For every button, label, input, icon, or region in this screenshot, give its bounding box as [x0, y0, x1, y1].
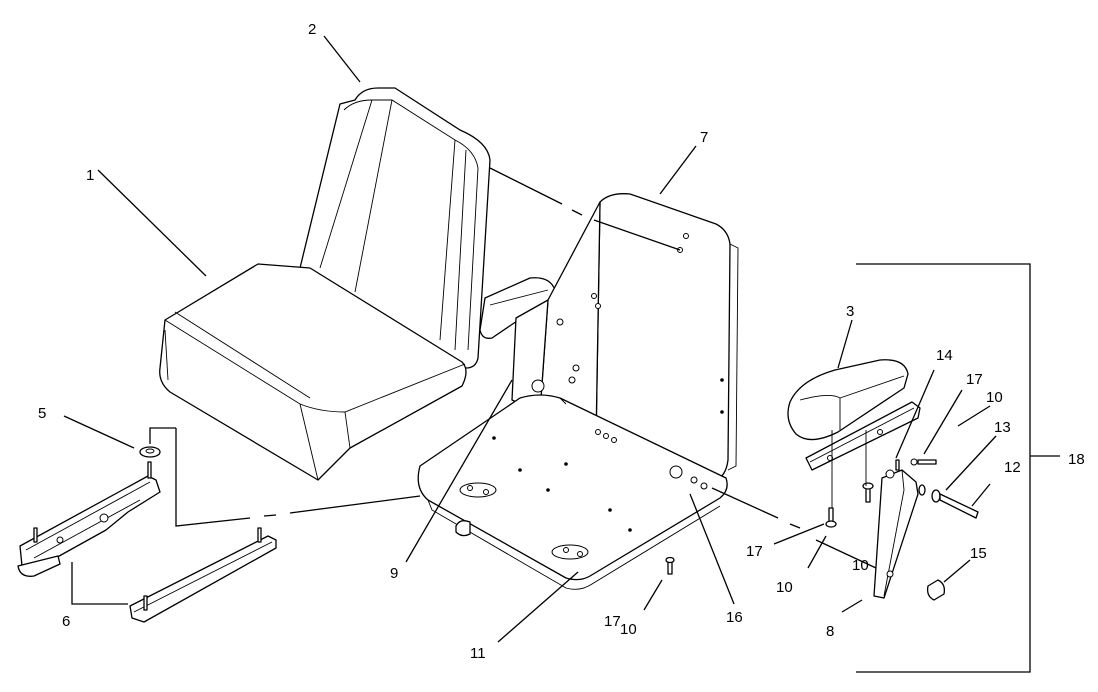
callout-label: 17	[966, 371, 983, 388]
callout-label: 15	[970, 545, 987, 562]
phantom-lines	[149, 167, 877, 569]
callout-label: 7	[700, 129, 708, 146]
callout-label: 14	[936, 347, 953, 364]
seat-frame	[511, 193, 739, 481]
seat-slide-rails	[17, 461, 277, 623]
callout-labels: 1 2 3 5 6 7 8 9 10 10 10 10 11 12 13 14 …	[38, 21, 1085, 662]
callout-label: 10	[852, 557, 869, 574]
callout-label: 6	[62, 613, 70, 630]
callout-label: 10	[620, 621, 637, 638]
seat-pan	[417, 394, 728, 590]
callout-label: 5	[38, 405, 46, 422]
leader-lines	[63, 35, 1060, 673]
callout-label: 11	[470, 645, 486, 662]
callout-label: 8	[826, 623, 834, 640]
callout-label: 17	[604, 613, 621, 630]
callout-label: 2	[308, 21, 316, 38]
callout-label: 18	[1068, 451, 1085, 468]
armrest-support-8	[873, 469, 919, 599]
callout-label: 17	[746, 543, 763, 560]
callout-label: 16	[726, 609, 743, 626]
callout-label: 3	[846, 303, 854, 320]
pin-5	[139, 446, 161, 458]
callout-label: 12	[1004, 459, 1021, 476]
fasteners	[665, 430, 979, 601]
seat-cushion	[159, 263, 467, 481]
callout-label: 1	[86, 167, 94, 184]
right-armrest	[787, 359, 909, 441]
callout-label: 10	[986, 389, 1003, 406]
callout-label: 10	[776, 579, 793, 596]
armrest-bracket	[805, 401, 921, 471]
callout-label: 9	[390, 565, 398, 582]
callout-label: 13	[994, 419, 1011, 436]
